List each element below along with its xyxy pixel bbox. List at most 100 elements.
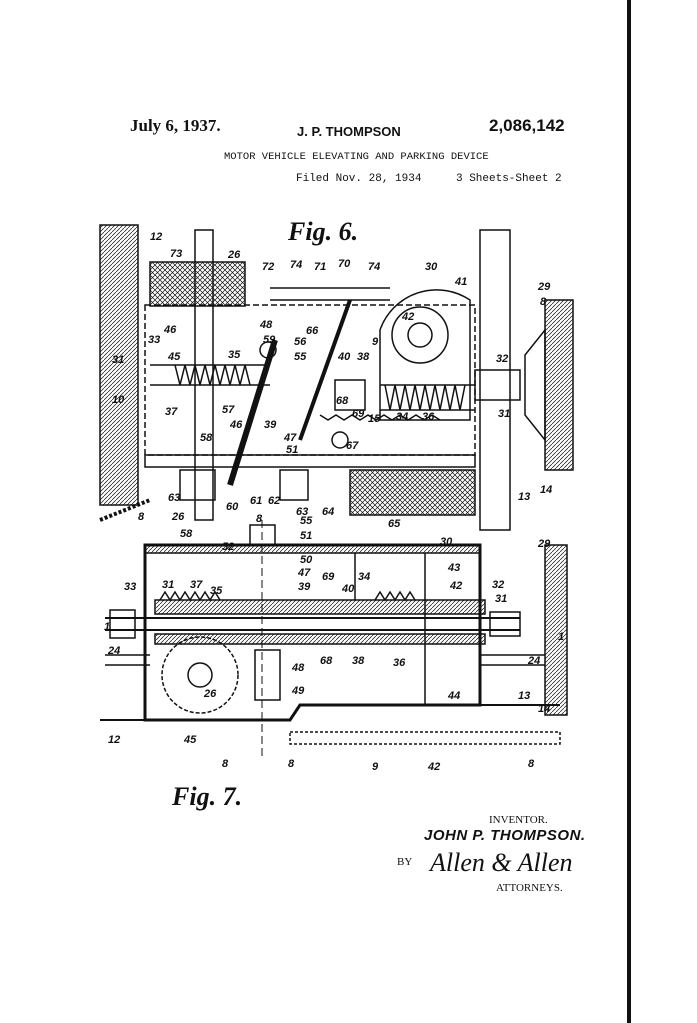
reference-numeral: 45 <box>167 351 181 363</box>
reference-numeral: 14 <box>538 703 550 715</box>
reference-numeral: 41 <box>454 276 467 288</box>
patent-number: 2,086,142 <box>489 116 565 135</box>
reference-numeral: 13 <box>518 690 530 702</box>
reference-numeral: 24 <box>107 645 120 657</box>
end-cap-right <box>489 611 521 637</box>
block-49 <box>254 649 281 701</box>
clutch-block <box>334 379 366 411</box>
link-rod <box>298 299 352 441</box>
reference-numeral: 8 <box>222 758 229 770</box>
reference-numeral: 31 <box>498 408 510 420</box>
shaft-end <box>474 369 521 401</box>
reference-numeral: 37 <box>165 406 178 418</box>
gear-wheel <box>391 306 449 364</box>
reference-numeral: 26 <box>171 511 185 523</box>
reference-numeral: 45 <box>183 734 197 746</box>
reference-numeral: 37 <box>190 579 203 591</box>
housing-base <box>144 454 476 468</box>
chain-fig6 <box>319 414 441 421</box>
thread-left <box>159 590 221 602</box>
reference-numeral: 8 <box>288 758 295 770</box>
reference-numeral: 43 <box>447 562 460 574</box>
spring-shaft <box>150 364 270 386</box>
reference-numeral: 36 <box>393 657 406 669</box>
shaft-housing-upper <box>154 599 486 615</box>
figure-6-drawing <box>99 224 574 531</box>
worm-thread <box>384 384 466 411</box>
reference-numeral: 67 <box>346 440 359 452</box>
reference-numeral: 44 <box>447 690 460 702</box>
reference-numeral: 64 <box>322 506 334 518</box>
reference-numeral: 71 <box>314 261 326 273</box>
attorney-signature: Allen & Allen <box>430 848 573 877</box>
reference-numeral: 31 <box>495 593 507 605</box>
reference-numeral: 14 <box>540 484 552 496</box>
reference-numeral: 74 <box>290 259 302 271</box>
reference-numeral: 39 <box>298 581 311 593</box>
pivot-67 <box>331 431 349 449</box>
reference-numeral: 32 <box>492 579 504 591</box>
reference-numeral: 9 <box>372 761 379 773</box>
reference-numeral: 1 <box>558 631 564 643</box>
reference-numeral: 12 <box>150 231 162 243</box>
reference-numeral: 40 <box>341 583 355 595</box>
patent-title: MOTOR VEHICLE ELEVATING AND PARKING DEVI… <box>224 151 489 163</box>
attorneys-label: ATTORNEYS. <box>496 882 563 894</box>
reference-numeral: 26 <box>203 688 217 700</box>
rail-right <box>544 299 574 471</box>
pivot <box>259 341 277 359</box>
reference-numeral: 8 <box>540 296 547 308</box>
reference-numeral: 55 <box>294 351 307 363</box>
reference-numeral: 34 <box>358 571 370 583</box>
reference-numeral: 61 <box>250 495 262 507</box>
reference-numeral: 38 <box>357 351 370 363</box>
reference-numeral: 15 <box>368 413 381 425</box>
reference-numeral: 33 <box>124 581 136 593</box>
reference-numeral: 60 <box>226 501 239 513</box>
figure-7-label: Fig. 7. <box>172 782 243 811</box>
reference-numeral: 30 <box>425 261 438 273</box>
reference-numeral: 69 <box>322 571 335 583</box>
roller-bottom <box>349 469 476 516</box>
reference-numeral: 29 <box>537 281 551 293</box>
reference-numeral: 13 <box>518 491 530 503</box>
gear-hub <box>407 322 433 348</box>
reference-numeral: 48 <box>291 662 305 674</box>
gear-housing <box>379 289 471 421</box>
figure-7-drawing <box>100 520 568 760</box>
gear-hub-26 <box>187 662 213 688</box>
reference-numeral: 10 <box>112 394 125 406</box>
bracket-63 <box>179 469 216 501</box>
base-lines <box>100 704 560 721</box>
reference-numeral: 55 <box>300 515 313 527</box>
reference-numeral: 30 <box>440 536 453 548</box>
reference-numeral: 58 <box>180 528 193 540</box>
reference-numeral: 62 <box>268 495 280 507</box>
shaft-housing-lower <box>154 633 486 645</box>
wheel-disk <box>524 327 546 443</box>
gear-45 <box>161 636 239 714</box>
reference-numeral: 39 <box>264 419 277 431</box>
inventor-label: INVENTOR. <box>489 814 548 826</box>
housing-section <box>143 543 482 722</box>
inventor-name: JOHN P. THOMPSON. <box>424 827 586 844</box>
patent-date: July 6, 1937. <box>130 116 221 135</box>
reference-numeral: 42 <box>401 311 414 323</box>
reference-numeral: 8 <box>138 511 145 523</box>
reference-numeral: 51 <box>300 530 312 542</box>
reference-numeral: 65 <box>388 518 401 530</box>
main-shaft <box>105 617 520 631</box>
rods-24 <box>105 654 545 666</box>
reference-numeral: 31 <box>162 579 174 591</box>
reference-numeral: 32 <box>496 353 508 365</box>
lever <box>227 339 278 486</box>
reference-numeral: 35 <box>210 585 223 597</box>
reference-numeral: 66 <box>306 325 319 337</box>
reference-numeral: 59 <box>263 334 276 346</box>
housing-top-wall <box>144 544 481 554</box>
reference-numeral: 42 <box>449 580 462 592</box>
reference-numeral: 34 <box>396 411 408 423</box>
end-cap-left <box>109 609 136 639</box>
worm-shaft <box>380 384 475 411</box>
